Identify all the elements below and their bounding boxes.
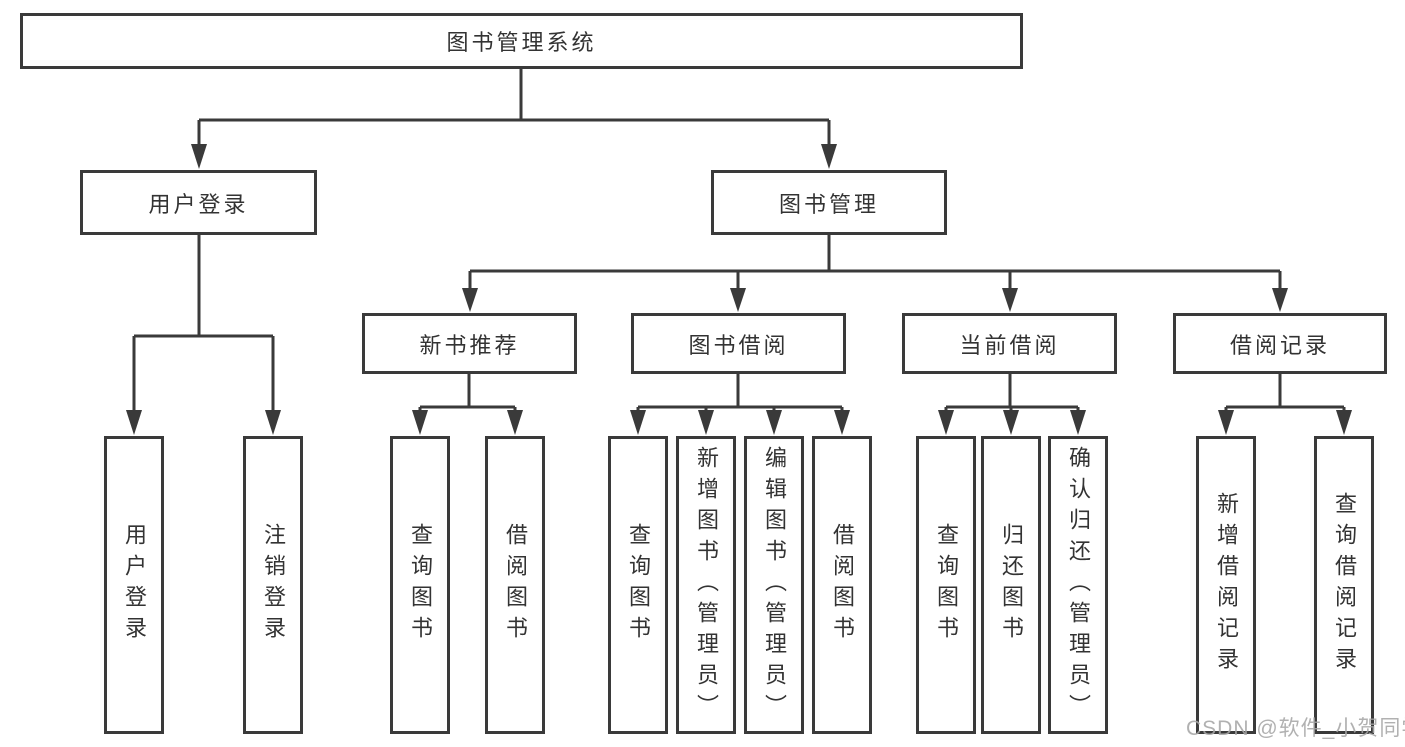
connector-current-borrow-to-leaves [938,374,1086,435]
leaf-user-login: 用户登录 [104,436,164,734]
leaf-logout-label: 注销登录 [261,523,286,647]
connector-user-login-to-leaves [126,235,281,435]
leaf-borrow-books: 借阅图书 [812,436,872,734]
leaf-edit-book-admin: 编辑图书（管理员） [744,436,804,734]
node-book-borrow-label: 图书借阅 [688,332,789,358]
leaf-add-borrow-record-label: 新增借阅记录 [1214,492,1239,678]
leaf-borrow-books-recommend-label: 借阅图书 [503,523,528,647]
leaf-query-books-recommend: 查询图书 [390,436,450,734]
node-new-book-recommend-label: 新书推荐 [419,332,520,358]
node-borrow-records-label: 借阅记录 [1229,332,1330,358]
leaf-user-login-label: 用户登录 [122,523,147,647]
connector-root-to-level2 [191,69,837,169]
leaf-query-books-borrow: 查询图书 [608,436,668,734]
leaf-add-borrow-record: 新增借阅记录 [1196,436,1256,734]
node-user-login-label: 用户登录 [148,191,249,217]
node-book-management: 图书管理 [711,170,947,235]
leaf-return-book-label: 归还图书 [999,523,1024,647]
node-book-borrow: 图书借阅 [631,313,846,374]
node-current-borrow: 当前借阅 [902,313,1117,374]
connector-book-borrow-to-leaves [630,374,850,435]
connector-book-management-to-level3 [462,235,1288,312]
connector-borrow-records-to-leaves [1218,374,1352,435]
leaf-edit-book-admin-label: 编辑图书（管理员） [762,445,787,725]
node-user-login: 用户登录 [80,170,317,235]
leaf-query-books-borrow-label: 查询图书 [626,523,651,647]
leaf-query-borrow-record-label: 查询借阅记录 [1332,492,1357,678]
leaf-confirm-return-admin: 确认归还（管理员） [1048,436,1108,734]
leaf-query-borrow-record: 查询借阅记录 [1314,436,1374,734]
leaf-add-book-admin: 新增图书（管理员） [676,436,736,734]
leaf-query-books-recommend-label: 查询图书 [408,523,433,647]
leaf-confirm-return-admin-label: 确认归还（管理员） [1066,445,1091,725]
leaf-add-book-admin-label: 新增图书（管理员） [694,445,719,725]
leaf-return-book: 归还图书 [981,436,1041,734]
node-root-system: 图书管理系统 [20,13,1023,69]
leaf-query-books-current-label: 查询图书 [934,523,959,647]
leaf-borrow-books-label: 借阅图书 [830,523,855,647]
node-root-label: 图书管理系统 [446,30,597,55]
node-book-management-label: 图书管理 [778,191,879,217]
connector-new-book-recommend-to-leaves [412,374,523,435]
node-new-book-recommend: 新书推荐 [362,313,577,374]
leaf-borrow-books-recommend: 借阅图书 [485,436,545,734]
leaf-logout: 注销登录 [243,436,303,734]
leaf-query-books-current: 查询图书 [916,436,976,734]
node-borrow-records: 借阅记录 [1173,313,1387,374]
node-current-borrow-label: 当前借阅 [959,332,1060,358]
